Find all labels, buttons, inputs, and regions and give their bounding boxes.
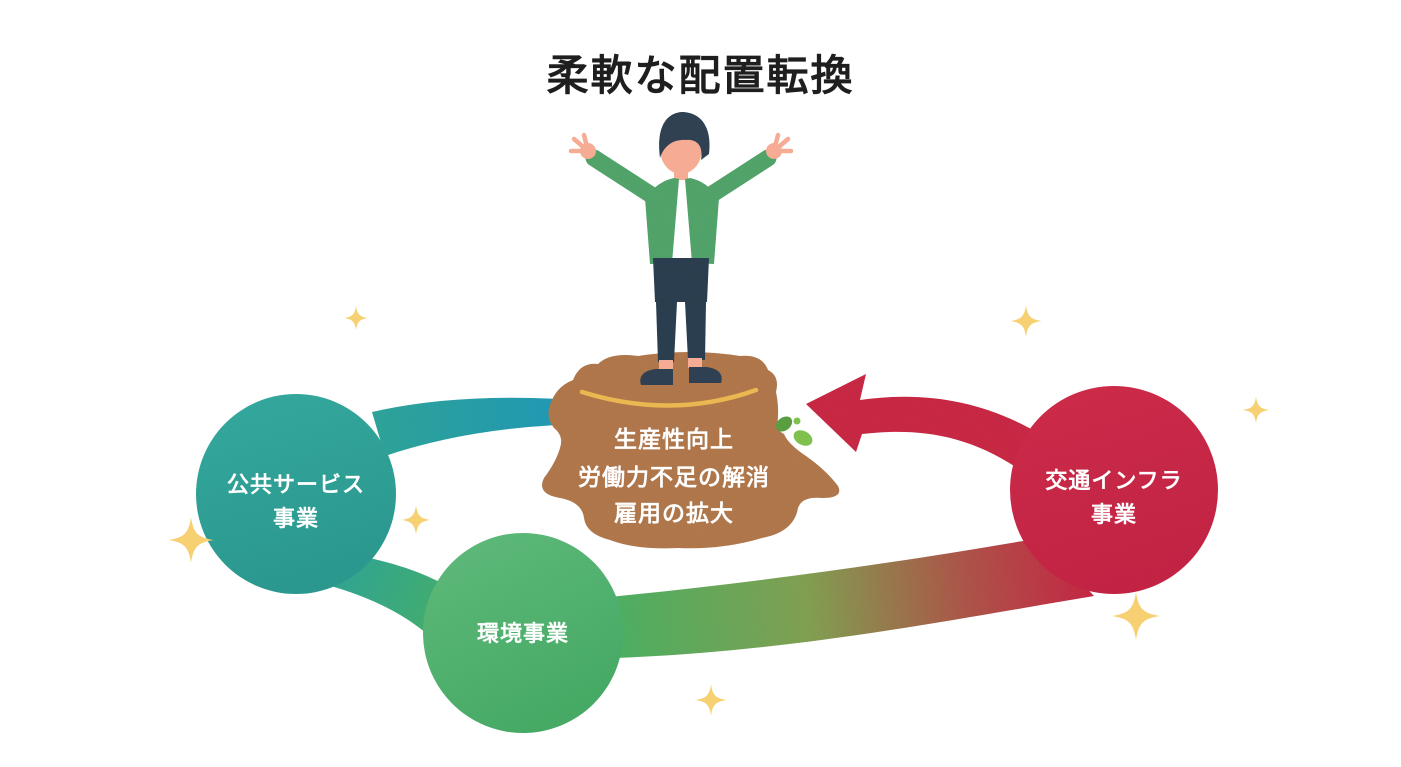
diagram-scene: 公共サービス 事業 環境事業 交通インフラ 事業 生産性向上 労働力不足の解消 … [0,0,1401,767]
grain-texture-overlay [0,0,1401,767]
infographic-flexible-reassignment: 柔軟な配置転換 [0,0,1401,767]
